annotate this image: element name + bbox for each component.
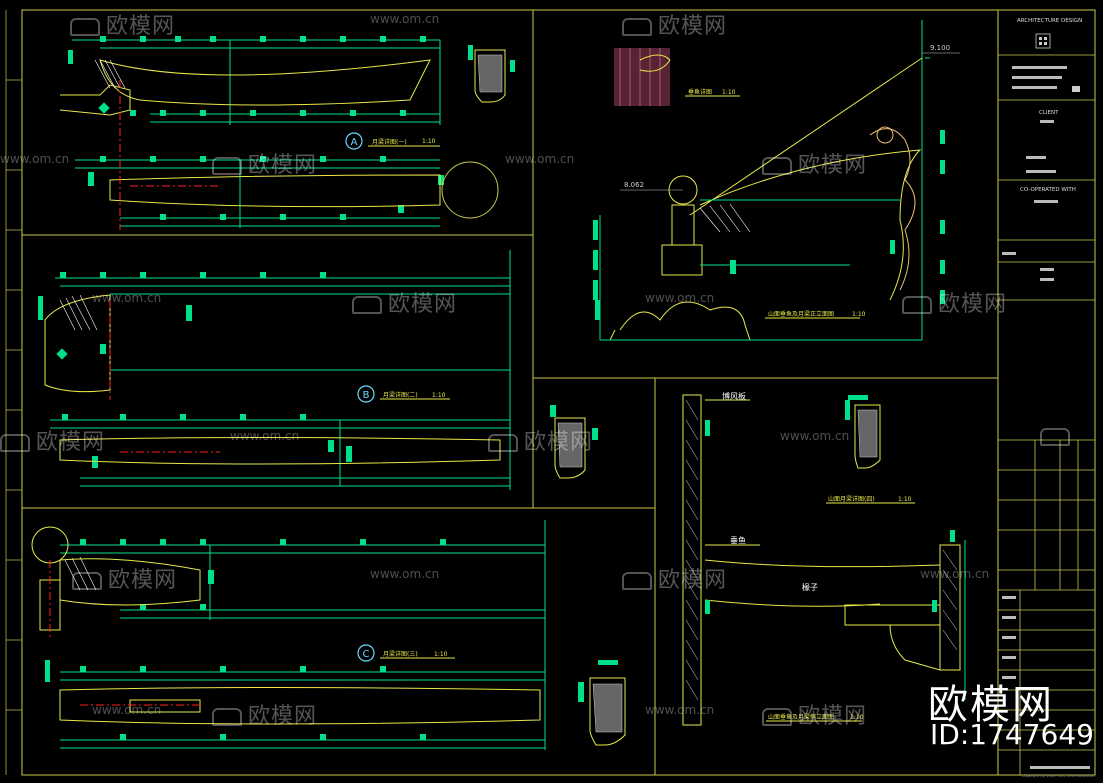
watermark-brand: 欧模网 bbox=[622, 562, 727, 594]
sofa-logo-icon bbox=[1040, 428, 1070, 446]
sofa-logo-icon bbox=[212, 157, 242, 175]
title-block bbox=[998, 54, 1095, 775]
watermark-url: www.om.cn bbox=[780, 429, 850, 443]
section-a-marker bbox=[345, 132, 363, 150]
watermark-big-brand: 欧模网 bbox=[928, 682, 1054, 728]
watermark-brand: 欧模网 bbox=[762, 698, 867, 730]
svg-text:山面月梁详图(四): 山面月梁详图(四) bbox=[828, 495, 875, 503]
title-block-cooperated: CO-OPERATED WITH bbox=[1020, 187, 1076, 193]
sofa-logo-icon bbox=[72, 572, 102, 590]
watermark-url: www.om.cn bbox=[920, 567, 990, 581]
title-block-header: ARCHITECTURE DESIGN bbox=[1017, 18, 1083, 24]
watermark-brand: 欧模网 bbox=[72, 562, 177, 594]
sheet-frame bbox=[21, 9, 1096, 776]
svg-text:月梁详图(三): 月梁详图(三) bbox=[383, 650, 418, 658]
title-block-qr bbox=[1035, 33, 1080, 92]
section-c-scale: 1:10 bbox=[434, 651, 448, 658]
sofa-logo-icon bbox=[0, 434, 30, 452]
elevation-label-mid: 8.062 bbox=[624, 181, 644, 189]
watermark-brand: 欧模网 bbox=[352, 286, 457, 318]
watermark-id: ID:1747649 bbox=[930, 718, 1094, 751]
svg-text:山面垂鱼及月梁侧立面图: 山面垂鱼及月梁侧立面图 bbox=[768, 713, 834, 721]
section-b-marker bbox=[357, 385, 375, 403]
title-block-text-lines bbox=[1002, 66, 1090, 769]
detail-scale: 1:10 bbox=[722, 89, 736, 96]
elevation-label-top: 9.100 bbox=[930, 44, 950, 52]
sofa-logo-icon bbox=[762, 708, 792, 726]
watermark-url: www.om.cn bbox=[92, 291, 162, 305]
sofa-logo-icon bbox=[488, 434, 518, 452]
side-section-drawing: 博风板 垂鱼 椽子 山面月梁详图(四) 1:10 山面垂鱼及月梁侧立面图 1:1… bbox=[682, 391, 966, 726]
section-c-drawing: C 月梁详图(三) 1:10 bbox=[31, 520, 626, 750]
watermark-url: www.om.cn bbox=[370, 12, 440, 26]
bottom-scale: 1:10 bbox=[850, 714, 864, 721]
watermark-brand: 欧模网 bbox=[622, 8, 727, 40]
section-b-drawing: B 月梁详图(二) 1:10 bbox=[38, 250, 598, 490]
title-block-copyright: Copyright (C) 2009, CICC 2009 A0024021 bbox=[1022, 774, 1096, 778]
svg-text:月梁详图(二): 月梁详图(二) bbox=[383, 391, 418, 399]
label-chuiyu: 垂鱼 bbox=[730, 535, 746, 545]
sofa-logo-icon bbox=[352, 296, 382, 314]
label-fengban: 博风板 bbox=[722, 391, 746, 401]
watermark-url: www.om.cn bbox=[645, 291, 715, 305]
watermark-url: www.om.cn bbox=[230, 429, 300, 443]
sofa-logo-icon bbox=[622, 18, 652, 36]
watermark-url: www.om.cn bbox=[505, 152, 575, 166]
watermark-brand: 欧模网 bbox=[70, 8, 175, 40]
sofa-logo-icon bbox=[762, 157, 792, 175]
watermark-url: www.om.cn bbox=[0, 152, 70, 166]
section-b-letter: B bbox=[363, 390, 370, 401]
sofa-logo-icon bbox=[70, 18, 100, 36]
section-c-marker bbox=[357, 644, 375, 662]
watermark-url: www.om.cn bbox=[645, 703, 715, 717]
sofa-logo-icon bbox=[212, 708, 242, 726]
svg-text:月梁详图(一): 月梁详图(一) bbox=[372, 138, 407, 146]
right-mid-scale: 1:10 bbox=[852, 311, 866, 318]
section-a-letter: A bbox=[351, 137, 358, 148]
left-margin-strip bbox=[5, 10, 23, 775]
svg-text:垂鱼详图: 垂鱼详图 bbox=[688, 88, 712, 96]
gable-detail-drawing: 垂鱼详图 1:10 9.100 8.062 bbox=[593, 20, 960, 341]
label-chuanzi: 椽子 bbox=[802, 582, 818, 592]
sofa-logo-icon bbox=[622, 572, 652, 590]
watermark-brand: 欧模网 bbox=[0, 424, 105, 456]
watermark-brand: 欧模网 bbox=[212, 147, 317, 179]
watermark-url: www.om.cn bbox=[92, 703, 162, 717]
section-a-scale: 1:10 bbox=[422, 138, 436, 145]
section-b-scale: 1:10 bbox=[432, 392, 446, 399]
section-c-letter: C bbox=[363, 649, 370, 660]
svg-text:山面垂鱼及月梁正立面图: 山面垂鱼及月梁正立面图 bbox=[768, 310, 834, 318]
watermark-brand bbox=[1040, 424, 1076, 449]
watermark-brand: 欧模网 bbox=[762, 147, 867, 179]
watermark-brand: 欧模网 bbox=[488, 424, 593, 456]
title-block-client: CLIENT bbox=[1039, 110, 1059, 116]
watermark-brand: 欧模网 bbox=[212, 698, 317, 730]
sofa-logo-icon bbox=[902, 296, 932, 314]
watermark-brand: 欧模网 bbox=[902, 286, 1007, 318]
right-low-scale: 1:10 bbox=[898, 496, 912, 503]
section-a-drawing: A 月梁详图(一) 1:10 bbox=[59, 36, 515, 230]
watermark-url: www.om.cn bbox=[370, 567, 440, 581]
